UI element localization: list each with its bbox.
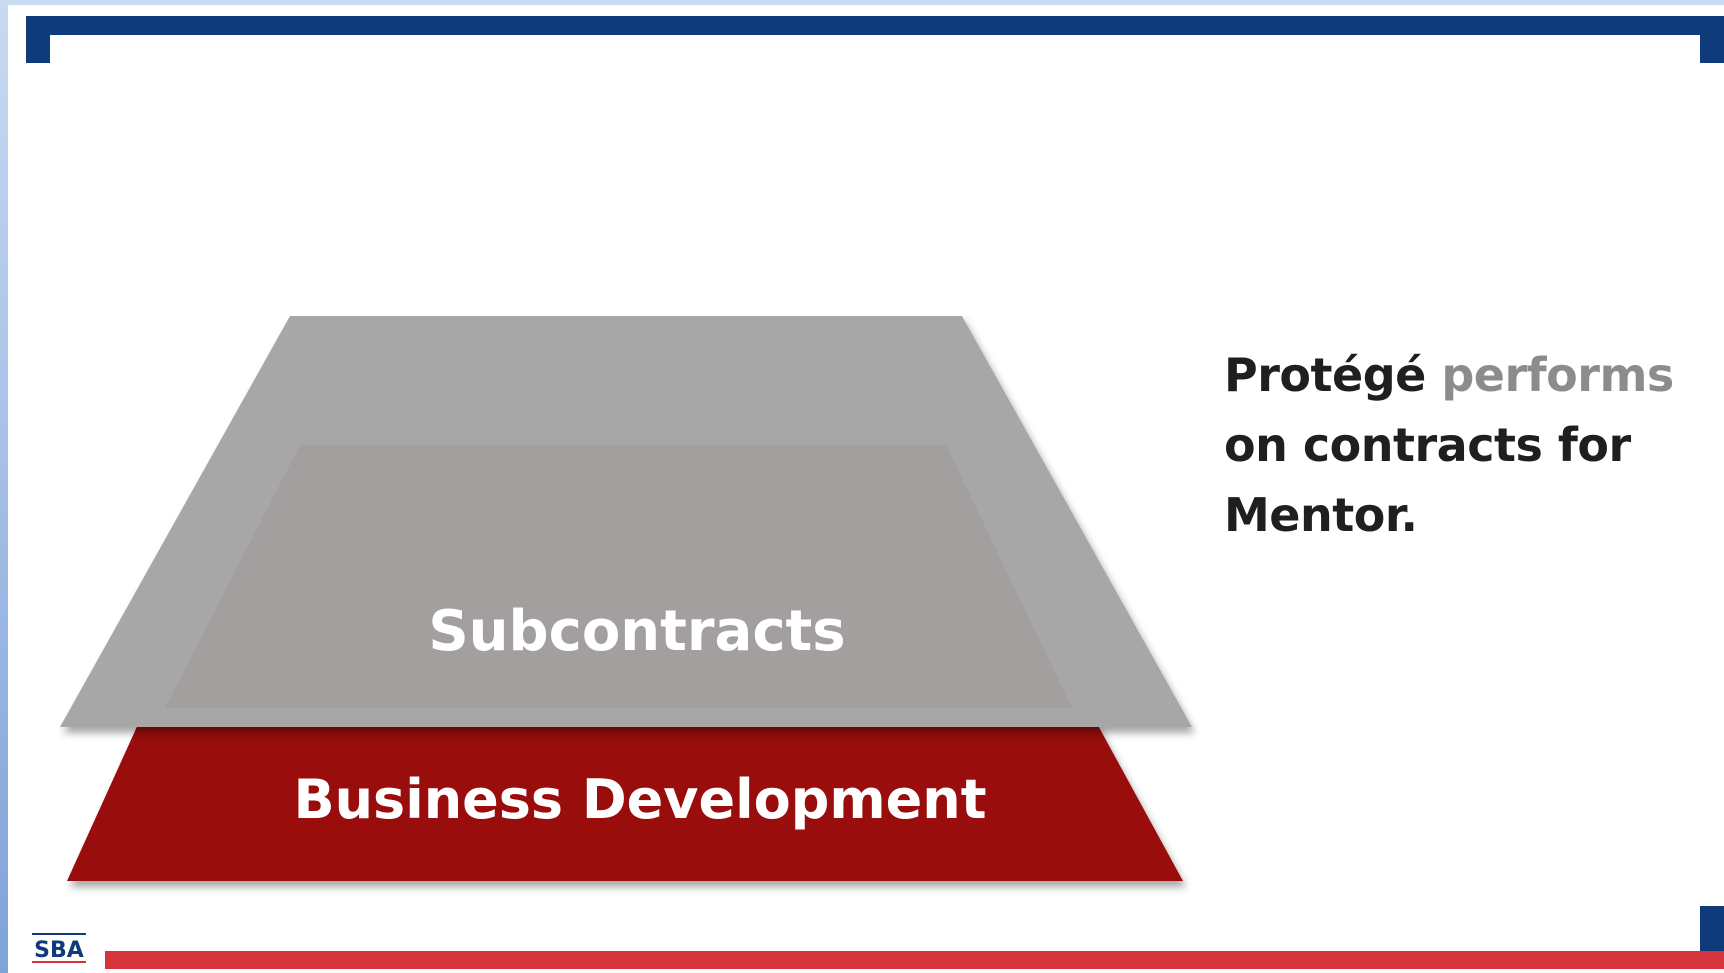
bottom-right-frame-tick: [1700, 906, 1724, 958]
top-left-frame-tick: [26, 30, 50, 63]
subcontracts-label: Subcontracts: [428, 599, 845, 664]
subcontracts-inner-layer: [165, 445, 1072, 708]
window-edge-left: [0, 0, 8, 973]
bottom-accent-bar: [105, 951, 1724, 969]
business-development-layer: [67, 720, 1183, 881]
window-edge-top: [0, 0, 1724, 5]
callout-word-protege: Protégé: [1224, 348, 1426, 402]
top-frame-bar: [26, 16, 1724, 35]
sba-logo: SBA: [32, 933, 86, 963]
callout-line-2: on contracts for: [1224, 418, 1631, 472]
callout-word-performs: performs: [1441, 348, 1674, 402]
callout-line-3: Mentor.: [1224, 488, 1418, 542]
logo-text: SBA: [34, 938, 84, 963]
callout-text: Protégé performs on contracts for Mentor…: [1224, 340, 1684, 550]
top-right-frame-tick: [1700, 30, 1724, 63]
business-development-label: Business Development: [293, 768, 986, 831]
callout-line-1: Protégé performs: [1224, 340, 1684, 410]
